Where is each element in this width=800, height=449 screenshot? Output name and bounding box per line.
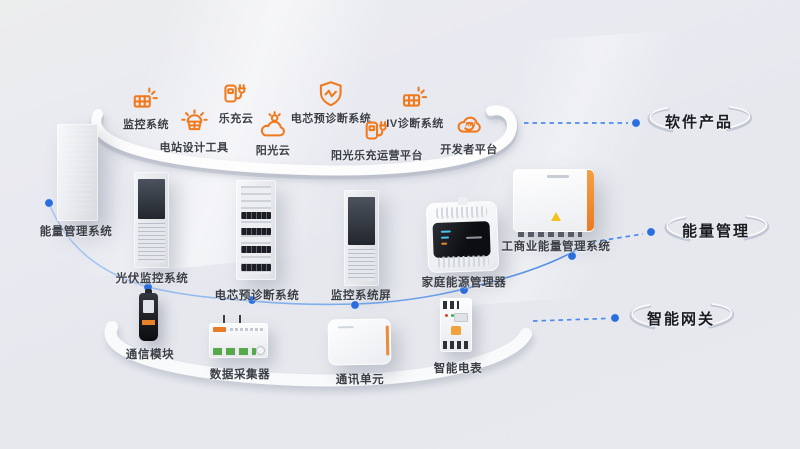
device-label: 能量管理系统 bbox=[39, 226, 113, 238]
ev-charger-icon bbox=[221, 79, 251, 109]
label-text-lines bbox=[230, 328, 263, 331]
category-pill-gateway[interactable]: 智能网关 bbox=[616, 297, 746, 337]
category-pill-software[interactable]: 软件产品 bbox=[634, 100, 764, 140]
meter-display bbox=[454, 313, 468, 322]
device-label: 智能电表 bbox=[433, 363, 483, 375]
unit-logo bbox=[337, 326, 354, 329]
cabinet-screen bbox=[348, 197, 375, 245]
gateway-connector-dashed bbox=[532, 317, 607, 322]
data-logger-image[interactable] bbox=[209, 315, 268, 358]
energy-connector-dashed bbox=[591, 233, 644, 243]
software-item-iv-diagnosis[interactable]: IV诊断系统 bbox=[386, 84, 443, 131]
home-energy-manager-image[interactable] bbox=[425, 196, 500, 274]
inverter-logo bbox=[547, 175, 569, 178]
sun-panel-icon bbox=[179, 108, 209, 138]
api-cloud-icon: API bbox=[454, 110, 484, 140]
meter-led-red bbox=[445, 314, 448, 317]
software-item-label: 阳光云 bbox=[255, 145, 291, 157]
orange-side-stripe bbox=[587, 170, 594, 231]
device-label: 光伏监控系统 bbox=[115, 273, 189, 285]
category-label: 软件产品 bbox=[664, 114, 733, 131]
rack-module bbox=[241, 228, 271, 235]
device-label: 通讯单元 bbox=[335, 374, 385, 386]
meter-terminals-bottom bbox=[443, 341, 469, 349]
rack-module bbox=[241, 264, 271, 271]
device-label: 工商业能量管理系统 bbox=[501, 241, 611, 253]
display-panel bbox=[432, 221, 491, 259]
meter-button bbox=[451, 326, 461, 335]
module-cap bbox=[145, 289, 152, 293]
indicator-bar bbox=[440, 230, 451, 233]
communication-unit-image[interactable] bbox=[327, 318, 392, 366]
inverter-connectors bbox=[518, 232, 582, 237]
cell-prediagnosis-rack-image[interactable] bbox=[236, 180, 276, 280]
pill-swoosh bbox=[664, 215, 770, 242]
pv-panel-rays-icon bbox=[400, 84, 430, 114]
software-item-label: 乐充云 bbox=[218, 113, 254, 125]
communication-module-image[interactable] bbox=[139, 289, 158, 341]
energy-management-cabinet-image[interactable] bbox=[57, 124, 98, 221]
vent-grille bbox=[435, 206, 488, 219]
category-label: 能量管理 bbox=[681, 223, 750, 240]
rack-module bbox=[241, 246, 271, 253]
shield-pulse-icon bbox=[316, 79, 346, 109]
software-item-label: IV诊断系统 bbox=[386, 118, 444, 130]
device-label: 数据采集器 bbox=[209, 369, 271, 381]
ci-energy-management-inverter-image[interactable] bbox=[513, 169, 594, 237]
orange-side-stripe bbox=[385, 325, 390, 356]
module-orange-band bbox=[142, 320, 155, 325]
terminal-blocks bbox=[213, 348, 256, 355]
smart-meter-image[interactable] bbox=[440, 298, 472, 352]
cabinet-door bbox=[62, 129, 93, 213]
cabinet-vents bbox=[138, 223, 165, 263]
solar-panel-icon bbox=[131, 85, 161, 115]
software-item-label: 开发者平台 bbox=[440, 144, 498, 156]
indicator-bar bbox=[440, 236, 450, 239]
category-pill-energy[interactable]: 能量管理 bbox=[651, 209, 781, 249]
software-item-label: 电站设计工具 bbox=[159, 142, 229, 154]
device-label: 通信模块 bbox=[125, 349, 175, 361]
pill-swoosh bbox=[647, 106, 753, 133]
rack-module bbox=[241, 212, 271, 219]
module-screen bbox=[143, 300, 154, 313]
device-label: 电芯预诊断系统 bbox=[214, 290, 300, 302]
device-label: 监控系统屏 bbox=[330, 290, 392, 302]
pill-swoosh bbox=[629, 303, 735, 330]
panel-logo bbox=[465, 236, 483, 239]
cabinet-vents bbox=[348, 249, 375, 281]
category-label: 智能网关 bbox=[646, 311, 715, 328]
round-port bbox=[256, 346, 265, 355]
antenna-nub bbox=[457, 196, 468, 206]
meter-terminals-top bbox=[443, 301, 459, 309]
software-item-developer-platform[interactable]: API 开发者平台 bbox=[440, 110, 498, 157]
software-item-sun-cloud[interactable]: 阳光云 bbox=[256, 111, 291, 158]
indicator-bar bbox=[441, 242, 448, 245]
gateway-ring-ribbon bbox=[104, 321, 532, 387]
software-item-label: 阳光乐充运营平台 bbox=[331, 150, 423, 162]
device-label: 家庭能源管理器 bbox=[421, 277, 507, 289]
meter-led-green bbox=[451, 314, 454, 317]
cabinet-screen bbox=[138, 179, 165, 219]
svg-text:API: API bbox=[465, 121, 475, 128]
pv-monitoring-cabinet-image[interactable] bbox=[134, 172, 169, 268]
vent-grille bbox=[437, 255, 490, 268]
orange-label bbox=[213, 327, 226, 332]
antenna bbox=[239, 315, 241, 323]
sun-cloud-icon bbox=[258, 111, 288, 141]
monitoring-screen-cabinet-image[interactable] bbox=[344, 190, 379, 286]
antenna bbox=[223, 315, 225, 323]
software-item-lechong-cloud[interactable]: 乐充云 bbox=[219, 79, 254, 126]
warning-triangle bbox=[551, 212, 561, 221]
